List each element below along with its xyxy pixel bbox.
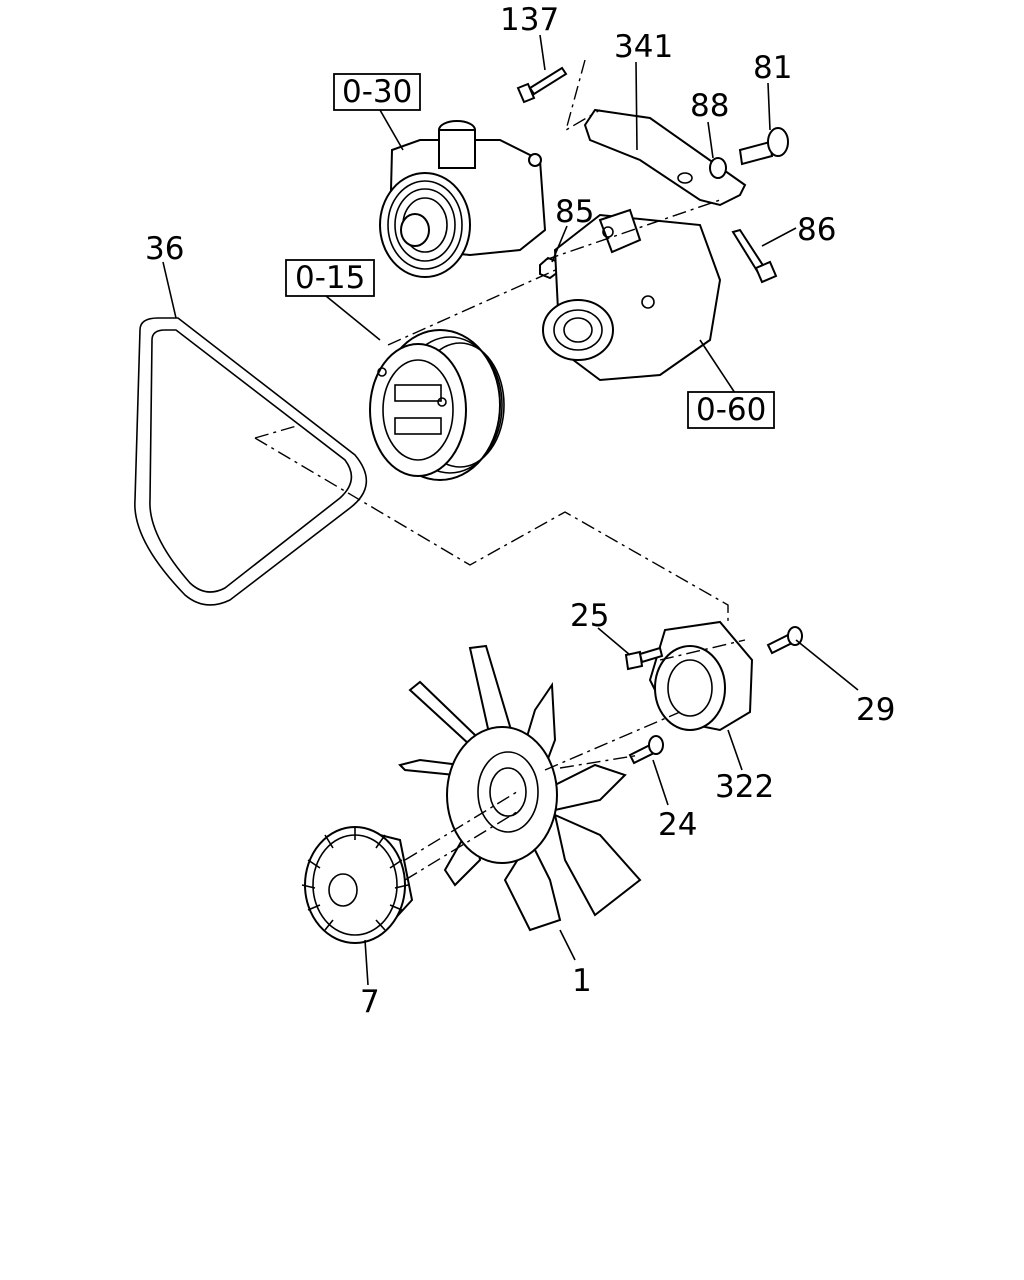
- callout-322: 322: [715, 769, 774, 805]
- bolt-137: [516, 66, 568, 104]
- callout-88: 88: [690, 88, 729, 124]
- fan-clutch: [301, 826, 414, 944]
- callout-86: 86: [797, 212, 836, 248]
- generator: [542, 208, 722, 382]
- water-pump: [379, 120, 547, 278]
- washer-88: [709, 157, 727, 179]
- bolt-86: [731, 228, 778, 284]
- callout-24: 24: [658, 807, 697, 843]
- callout-341: 341: [614, 29, 673, 65]
- bolt-81: [738, 127, 789, 166]
- callout-81: 81: [753, 50, 792, 86]
- reference-box-015: 0-15: [285, 259, 375, 297]
- bolt-25: [624, 646, 664, 671]
- bolt-24: [628, 735, 664, 765]
- callout-7: 7: [360, 984, 380, 1020]
- reference-060-label: 0-60: [696, 392, 766, 428]
- fan-pulley: [648, 620, 754, 732]
- fan: [398, 644, 642, 932]
- leader-lines: [162, 34, 859, 986]
- callout-137: 137: [500, 2, 559, 38]
- assembly-lines: [254, 59, 746, 881]
- callout-29: 29: [856, 692, 895, 728]
- reference-box-060: 0-60: [687, 391, 775, 429]
- reference-box-030: 0-30: [333, 73, 421, 111]
- callout-36: 36: [145, 231, 184, 267]
- callout-25: 25: [570, 598, 609, 634]
- reference-015-label: 0-15: [295, 260, 365, 296]
- bracket: [583, 108, 747, 207]
- bolt-29: [766, 626, 803, 655]
- reference-030-label: 0-30: [342, 74, 412, 110]
- callout-1: 1: [572, 963, 592, 999]
- pulley: [369, 329, 505, 481]
- callout-labels: 137 341 81 88 85 86 36 25 29 322 24 1 7: [145, 2, 895, 1020]
- callout-85: 85: [555, 194, 594, 230]
- v-belt: [134, 317, 368, 606]
